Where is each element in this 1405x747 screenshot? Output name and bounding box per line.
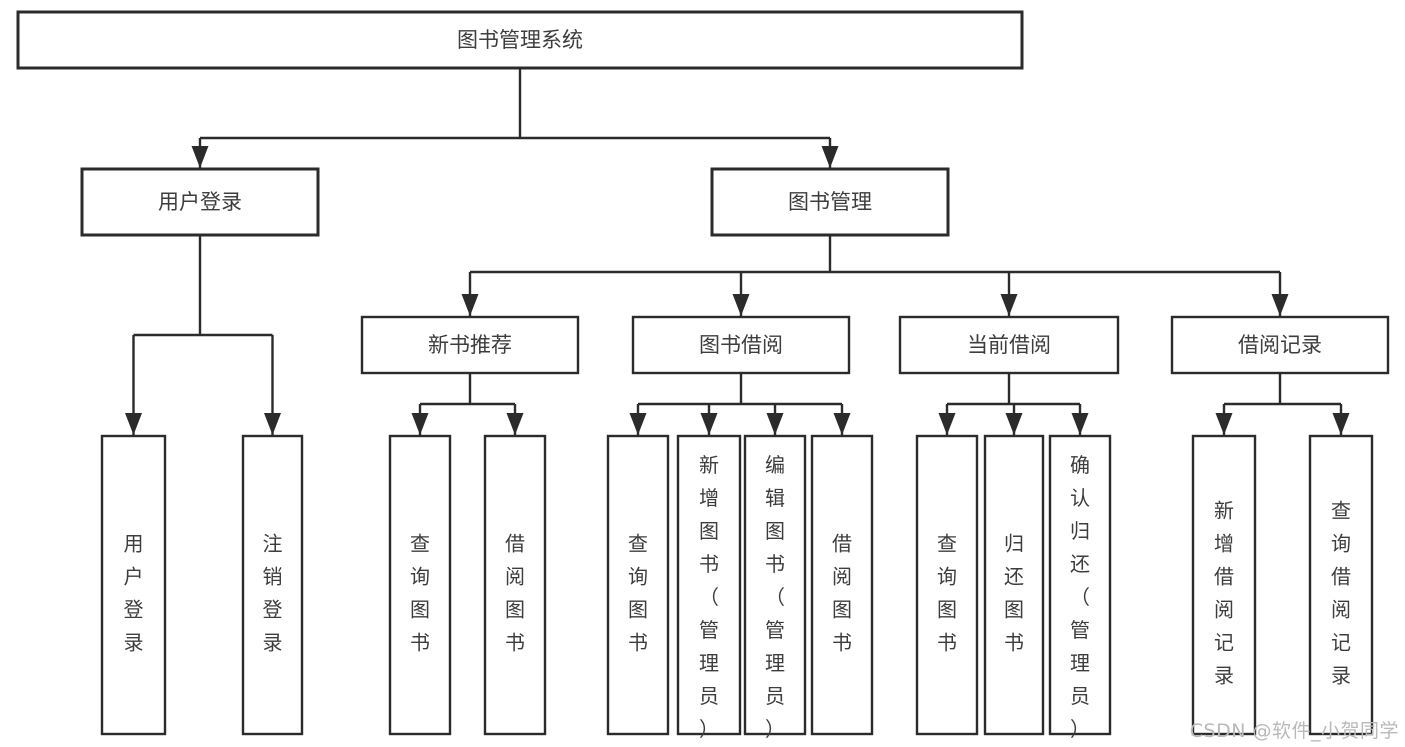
diagram-node-leaf-current-3[interactable]: 确认归还（管理员）: [1048, 434, 1112, 741]
diagram-node-borrow[interactable]: 图书借阅: [631, 315, 851, 375]
node-label: 查询图书: [937, 531, 957, 654]
diagram-node-leaf-current-1[interactable]: 查询图书: [915, 434, 979, 736]
diagram-node-newbook[interactable]: 新书推荐: [360, 315, 580, 375]
node-box: [360, 315, 580, 375]
diagram-node-root[interactable]: 图书管理系统: [16, 10, 1024, 70]
node-box: [915, 434, 979, 736]
diagram-node-leaf-login-1[interactable]: 用户登录: [100, 434, 167, 736]
arrowhead-icon: [700, 413, 718, 435]
node-box: [676, 434, 742, 736]
node-label: 注销登录: [263, 531, 283, 654]
arrowhead-icon: [1271, 294, 1289, 316]
node-label: 图书管理系统: [457, 28, 583, 52]
diagram-node-bookmgmt[interactable]: 图书管理: [710, 167, 950, 237]
node-label: 用户登录: [158, 190, 242, 214]
node-box: [388, 434, 452, 736]
watermark-label: CSDN @软件_小贺同学: [1189, 720, 1399, 742]
node-box: [1308, 434, 1374, 736]
node-label: 用户登录: [124, 531, 144, 654]
node-box: [241, 434, 304, 736]
diagram-node-record[interactable]: 借阅记录: [1170, 315, 1390, 375]
diagram-node-leaf-borrow-4[interactable]: 借阅图书: [810, 434, 874, 736]
diagram-node-leaf-new-2[interactable]: 借阅图书: [483, 434, 547, 736]
node-label: 编辑图书（管理员）: [765, 453, 785, 741]
node-label: 查询图书: [628, 531, 648, 654]
arrowhead-icon: [264, 413, 281, 435]
arrowhead-icon: [938, 413, 956, 435]
node-box: [483, 434, 547, 736]
arrowhead-icon: [732, 294, 750, 316]
diagram-node-leaf-new-1[interactable]: 查询图书: [388, 434, 452, 736]
node-layer: 图书管理系统用户登录图书管理新书推荐图书借阅当前借阅借阅记录用户登录注销登录查询…: [16, 10, 1390, 741]
node-label: 新增图书（管理员）: [699, 453, 719, 741]
arrowhead-icon: [1215, 413, 1233, 435]
diagram-node-leaf-borrow-3[interactable]: 编辑图书（管理员）: [743, 434, 807, 741]
node-box: [743, 434, 807, 736]
node-label: 查询借阅记录: [1331, 498, 1351, 687]
arrowhead-icon: [461, 294, 479, 316]
diagram-node-current[interactable]: 当前借阅: [898, 315, 1120, 375]
diagram-node-leaf-login-2[interactable]: 注销登录: [241, 434, 304, 736]
node-label: 借阅图书: [832, 531, 852, 654]
arrowhead-icon: [833, 413, 851, 435]
node-box: [983, 434, 1045, 736]
arrowhead-icon: [1000, 294, 1018, 316]
node-label: 确认归还（管理员）: [1070, 453, 1090, 741]
connector-layer: [125, 68, 1350, 435]
diagram-node-leaf-current-2[interactable]: 归还图书: [983, 434, 1045, 736]
diagram-node-leaf-borrow-1[interactable]: 查询图书: [606, 434, 670, 736]
node-box: [100, 434, 167, 736]
arrowhead-icon: [506, 413, 524, 435]
node-box: [710, 167, 950, 237]
node-box: [1048, 434, 1112, 736]
node-box: [898, 315, 1120, 375]
arrowhead-icon: [629, 413, 647, 435]
node-label: 归还图书: [1004, 531, 1024, 654]
node-label: 图书管理: [788, 190, 872, 214]
node-label: 新书推荐: [428, 333, 512, 357]
node-box: [810, 434, 874, 736]
node-box: [606, 434, 670, 736]
node-box: [631, 315, 851, 375]
node-label: 图书借阅: [699, 333, 783, 357]
arrowhead-icon: [1332, 413, 1350, 435]
arrowhead-icon: [1005, 413, 1023, 435]
node-label: 新增借阅记录: [1214, 498, 1234, 687]
arrowhead-icon: [191, 146, 209, 168]
arrowhead-icon: [766, 413, 784, 435]
arrowhead-icon: [1071, 413, 1089, 435]
node-box: [80, 167, 320, 237]
node-box: [16, 10, 1024, 70]
diagram-node-leaf-borrow-2[interactable]: 新增图书（管理员）: [676, 434, 742, 741]
diagram-node-leaf-record-1[interactable]: 新增借阅记录: [1191, 434, 1257, 736]
diagram-node-leaf-record-2[interactable]: 查询借阅记录: [1308, 434, 1374, 736]
diagram-node-login[interactable]: 用户登录: [80, 167, 320, 237]
node-label: 查询图书: [410, 531, 430, 654]
node-label: 借阅图书: [505, 531, 525, 654]
arrowhead-icon: [411, 413, 429, 435]
arrowhead-icon: [821, 146, 839, 168]
node-box: [1191, 434, 1257, 736]
node-box: [1170, 315, 1390, 375]
node-label: 借阅记录: [1238, 333, 1322, 357]
node-label: 当前借阅: [967, 333, 1051, 357]
arrowhead-icon: [125, 413, 142, 435]
